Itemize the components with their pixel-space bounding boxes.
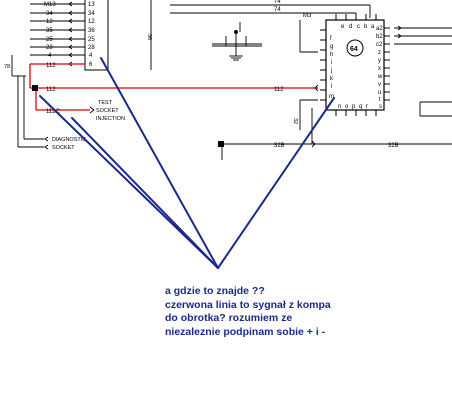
- signal-label-left-mid: 112: [46, 87, 56, 93]
- wire-32b-chevron-icon: [311, 140, 316, 148]
- ecu-body: [325, 19, 385, 111]
- ground-symbol-icon: [212, 22, 262, 61]
- ecu-pin-label: g: [330, 44, 333, 50]
- ecu-pin-chevron-icon: [314, 84, 319, 92]
- ecu-pin-label: e: [341, 24, 345, 30]
- ecu-pin-label: c2: [376, 42, 383, 48]
- note-line: do obrotka? rozumiem ze: [165, 312, 293, 324]
- ecu-pin-label: b: [364, 24, 368, 30]
- signal-wire-red: 112 112 112 112C: [29, 63, 319, 115]
- wire-code-right: 4: [89, 53, 93, 59]
- diagnostic-label: SOCKET: [52, 145, 75, 151]
- svg-text:SOCKET: SOCKET: [96, 108, 119, 114]
- ecu-pin-label: a: [371, 24, 375, 30]
- signal-label-test: 112C: [46, 109, 61, 115]
- wire-32b-label: 32B: [274, 143, 285, 149]
- ecu-pins-left: [320, 29, 326, 101]
- top-wire-label: 74: [274, 0, 281, 5]
- vertical-wire-96: 96: [146, 0, 152, 70]
- left-connector-outline: [84, 0, 109, 71]
- diagnostic-label: DIAGNOSTIC: [52, 137, 86, 143]
- wire-code-left: M13: [44, 2, 56, 8]
- test-socket-chevron-icon: [89, 106, 95, 114]
- note-line: czerwona linia to sygnał z kompa: [165, 298, 331, 311]
- ecu-pin-label: x: [378, 66, 381, 72]
- diagnostic-chevron-icon: [44, 136, 49, 142]
- side-label: 78: [4, 64, 10, 70]
- note-line: niezaleznie podpinam sobie + i -: [165, 325, 326, 338]
- test-socket-label: TEST SOCKET INJECTION: [96, 100, 125, 122]
- junction-splice-icon: [32, 85, 38, 91]
- note-line: a gdzie to znajde ??: [165, 285, 265, 297]
- wire-code-right: 34: [88, 11, 95, 17]
- wire-code-left: 12: [46, 19, 53, 25]
- ecu-id: 64: [350, 46, 358, 53]
- ecu-right-chevron-icons: [397, 25, 402, 39]
- left-connector-wires: [30, 3, 85, 56]
- wire-code-left: 28: [46, 45, 53, 51]
- diagnostic-chevron-icon: [44, 144, 49, 150]
- ecu-pin-label: f: [330, 36, 332, 42]
- svg-text:TEST: TEST: [98, 100, 113, 106]
- ecu-pin-label: t: [379, 97, 381, 103]
- wire-code-left: 4: [48, 53, 52, 59]
- ecu-pins-bottom: [335, 110, 377, 116]
- wire-code-left: 34: [46, 11, 53, 17]
- ecu-pin-label: y: [378, 58, 381, 64]
- ecu-pins-right: [384, 27, 390, 101]
- svg-text:INJECTION: INJECTION: [96, 116, 125, 122]
- wire-code-right: 13: [88, 2, 95, 8]
- wire-code-right: 6: [89, 62, 93, 68]
- wire-code-right: 36: [88, 28, 95, 34]
- ecu-pin-label: c: [357, 24, 360, 30]
- ecu-right-wires: [394, 27, 452, 117]
- ecu-chip: 64 e d c b a a2 b2 c2 z y x w v u t s f …: [320, 14, 452, 117]
- ecu-pin-label: k: [330, 76, 334, 82]
- vertical-label: 96: [146, 34, 152, 40]
- diagnostic-socket: DIAGNOSTIC SOCKET: [17, 76, 86, 151]
- ecu-pin-label: l: [331, 84, 332, 90]
- ecu-pin-label: o: [345, 104, 349, 110]
- connector-chevron-icons: [68, 1, 73, 67]
- annotation-note: a gdzie to znajde ?? czerwona linia to s…: [165, 285, 425, 339]
- ecu-pin-label: m: [329, 94, 334, 100]
- wire-code-left: 35: [46, 28, 53, 34]
- ecu-pin-label: z: [378, 50, 381, 56]
- ecu-pin-label: j: [330, 68, 332, 74]
- wire-code-right: 12: [88, 19, 95, 25]
- top-wire-label: 74: [274, 7, 281, 13]
- top-wire-label: M3: [303, 13, 312, 19]
- ecu-pin-label: a2: [376, 26, 383, 32]
- left-connector: M13 34 12 35 25 28 4 13 34 12 36 25 28 4…: [30, 0, 109, 71]
- ecu-pin-label: s: [379, 104, 382, 110]
- wire-32b: 32B 32B: [218, 140, 452, 160]
- junction-splice-icon: [218, 141, 224, 147]
- wire-32b-label: 32B: [388, 143, 399, 149]
- wire-32: 32: [292, 108, 313, 144]
- ecu-pin-label: h: [330, 52, 333, 58]
- ecu-pin-label: w: [377, 74, 383, 80]
- ecu-pin-label: b2: [376, 34, 383, 40]
- ecu-pin-label: u: [378, 90, 381, 96]
- ecu-pin-label: p: [352, 104, 356, 110]
- ecu-pin-label: n: [338, 104, 341, 110]
- signal-label-middle: 112: [274, 87, 284, 93]
- annotation-pointer-lines: [39, 57, 335, 269]
- vertical-32-label: 32: [292, 118, 298, 124]
- wire-code-left: 25: [46, 37, 53, 43]
- top-wires: 74 74 M3: [170, 0, 371, 53]
- ecu-pin-label: i: [331, 60, 332, 66]
- ecu-pins-top: [335, 14, 377, 20]
- wire-code-right: 25: [88, 37, 95, 43]
- ecu-pin-label: v: [378, 82, 381, 88]
- ecu-pin-label: r: [366, 104, 368, 110]
- signal-label-left-top: 112: [46, 63, 56, 69]
- wire-code-right: 28: [88, 45, 95, 51]
- harness-bracket: 78: [4, 55, 26, 77]
- ecu-pin-label: d: [349, 24, 352, 30]
- ecu-id-circle: [346, 39, 364, 57]
- ecu-pin-label: q: [359, 104, 362, 110]
